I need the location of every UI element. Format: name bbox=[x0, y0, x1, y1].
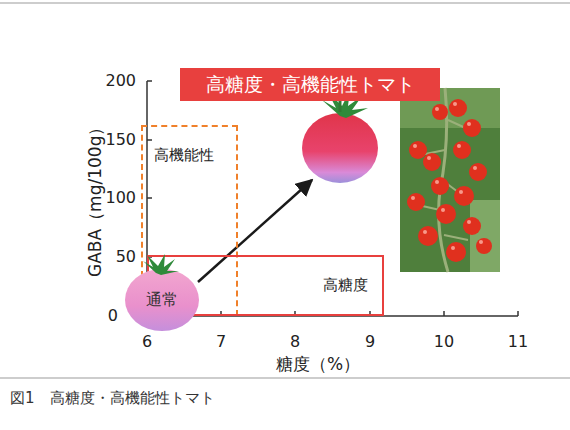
x-tick-label: 8 bbox=[290, 333, 300, 351]
frame-line bbox=[0, 2, 570, 4]
y-tick-label: 200 bbox=[105, 72, 136, 90]
y-tick-label: 50 bbox=[116, 248, 136, 266]
high-quality-tomato bbox=[302, 90, 378, 183]
region-label: 高機能性 bbox=[154, 147, 214, 164]
title-text: 高糖度・高機能性トマト bbox=[206, 74, 415, 96]
normal-tomato: 通常 bbox=[125, 269, 199, 331]
title-box: 高糖度・高機能性トマト bbox=[180, 68, 440, 101]
x-tick-label: 10 bbox=[434, 333, 454, 351]
tomato-label: 通常 bbox=[146, 291, 178, 309]
figure-caption: 図1 高糖度・高機能性トマト bbox=[10, 390, 215, 407]
axes bbox=[147, 81, 518, 316]
region-label: 高糖度 bbox=[323, 277, 368, 294]
y-tick-label: 100 bbox=[105, 189, 136, 207]
improvement-arrow bbox=[198, 180, 312, 282]
frame-line bbox=[0, 377, 570, 379]
tomato-photo bbox=[400, 88, 500, 272]
axis-title: GABA（mg/100g） bbox=[86, 119, 106, 277]
y-tick-label: 0 bbox=[108, 307, 118, 325]
x-tick-label: 7 bbox=[216, 333, 226, 351]
x-tick-label: 9 bbox=[365, 333, 375, 351]
y-tick-label: 150 bbox=[105, 131, 136, 149]
axis-title: 糖度（%） bbox=[276, 355, 360, 375]
x-tick-label: 11 bbox=[508, 333, 528, 351]
x-tick-label: 6 bbox=[142, 333, 152, 351]
